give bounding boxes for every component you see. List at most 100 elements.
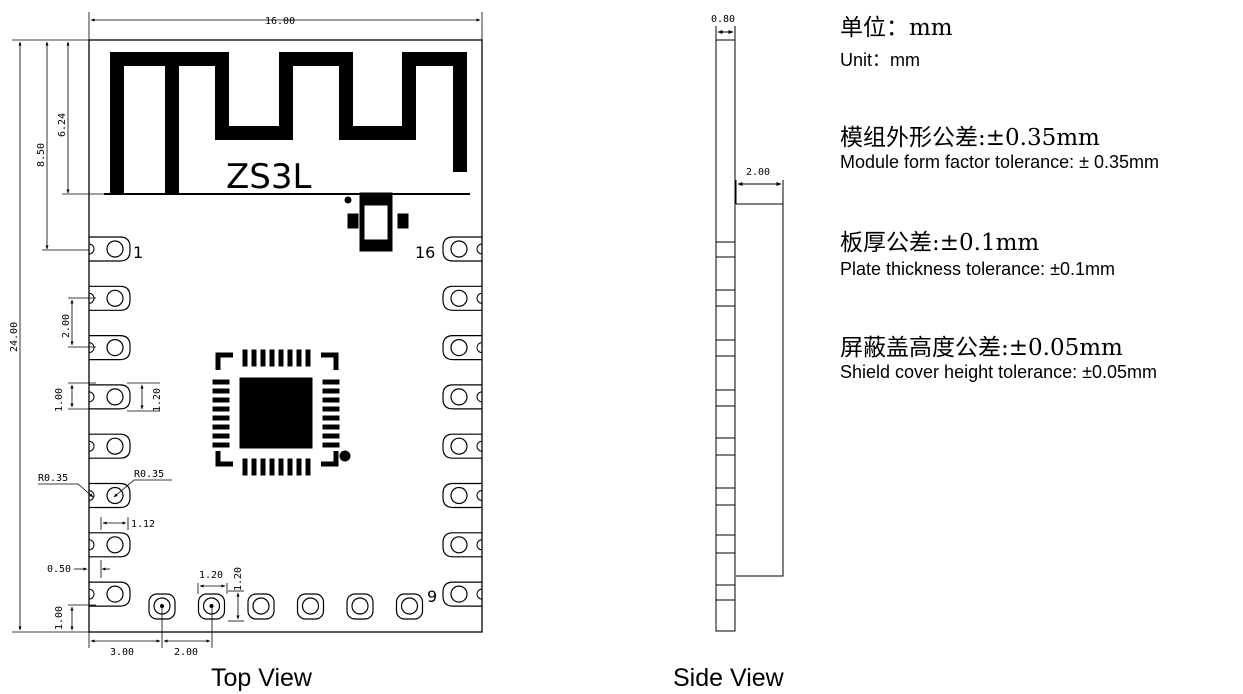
chip-pin [251,458,257,476]
pad-ring [450,585,468,603]
pad-outline [89,433,131,459]
antenna-trace [110,52,467,194]
dim-bottom-pad-offset: 1.00 [54,606,65,630]
pad-half-hole [476,440,483,452]
pad-outline [247,593,275,620]
pad-half-hole [88,342,95,354]
left-pad [88,581,131,607]
pad-ring [106,388,124,406]
right-pad [442,433,483,459]
note-unit-cn: 单位：mm [840,15,953,41]
pad-ring [106,240,124,258]
pad-ring [106,289,124,307]
pad-outline [346,593,374,620]
pad-ring [301,597,320,615]
side-view-caption: Side View [673,664,785,692]
note-unit-en: Unit：mm [840,50,920,70]
chip-pin [305,458,311,476]
chip-pin [322,379,340,385]
right-pad [442,285,483,311]
right-pad [442,532,483,558]
note-plate-cn: 板厚公差:±0.1mm [840,230,1040,256]
pad-ring [106,486,124,505]
dim-pad-height: 1.20 [152,388,163,412]
top-dimensions [12,12,483,648]
chip-pin1-dot [339,450,351,462]
pad-half-hole [88,440,95,452]
pad-ring [450,388,468,406]
qfn-chip [212,349,351,476]
right-pad [442,581,483,607]
side-board [715,39,736,632]
pad-ring [202,597,221,615]
pad-ring [450,536,468,554]
pad-outline [89,285,131,311]
chip-pin [305,349,311,367]
pad-ring [252,597,270,615]
chip-pin [269,349,275,367]
chip-pin [212,424,230,430]
chip-pin [260,349,266,367]
bottom-pads [148,593,424,620]
left-pad [88,482,131,509]
pad-half-hole [476,588,483,600]
chip-pin [278,349,284,367]
chip-pin [322,388,340,394]
pad-half-hole [476,342,483,354]
dim-height: 24.00 [9,322,20,352]
pad-half-hole [88,588,95,600]
dim-first-bottom-pad: 3.00 [110,647,134,658]
chip-pin [287,458,293,476]
pad-ring [450,486,468,505]
left-pads [88,236,131,607]
pad-outline [442,285,482,311]
pad-outline [197,593,226,620]
right-pad [442,482,483,509]
note-form-factor-en: Module form factor tolerance: ± 0.35mm [840,152,1160,172]
crystal-component [344,192,409,252]
note-plate-en: Plate thickness tolerance: ±0.1mm [840,259,1116,279]
dim-antenna-height: 8.50 [36,143,47,167]
right-pad [442,236,483,262]
pad-outline [89,236,131,262]
left-pad [88,335,131,361]
pad-ring [106,585,124,603]
chip-pin [212,379,230,385]
pad-half-hole [88,391,95,403]
pad-half-hole [88,490,95,501]
pad-outline [442,384,482,410]
chip-pin [212,397,230,403]
pad-outline [442,236,482,262]
chip-pin [212,442,230,448]
left-pad [88,532,131,558]
chip-pin [322,406,340,412]
pad-outline [442,335,482,361]
dim-radius-inner: R0.35 [134,469,164,480]
chip-pin [242,349,248,367]
chip-pin [322,442,340,448]
pad-outline [89,482,131,509]
pad-half-hole [476,490,483,501]
chip-pin [269,458,275,476]
chip-pin [296,349,302,367]
pad-center-mark [209,604,214,608]
chip-pin [242,458,248,476]
left-pad [88,384,131,410]
pad-half-hole [476,539,483,551]
top-dimension-labels: 16.00 24.00 8.50 6.24 2.00 1.00 1.20 R0.… [9,16,295,658]
note-shield-cn: 屏蔽盖高度公差:±0.05mm [840,335,1123,361]
dim-bottom-pad-height: 1.20 [233,567,244,591]
model-label: ZS3L [226,157,312,197]
pad-outline [89,581,131,607]
dim-bottom-pad-width: 1.20 [199,570,223,581]
chip-pin [212,388,230,394]
chip-pin [212,406,230,412]
chip-pin [322,415,340,421]
chip-pin [212,433,230,439]
pad-outline [442,581,482,607]
chip-pin [251,349,257,367]
dim-pin-pitch: 2.00 [61,314,72,338]
side-shield [736,203,784,577]
pad-ring [106,536,124,554]
